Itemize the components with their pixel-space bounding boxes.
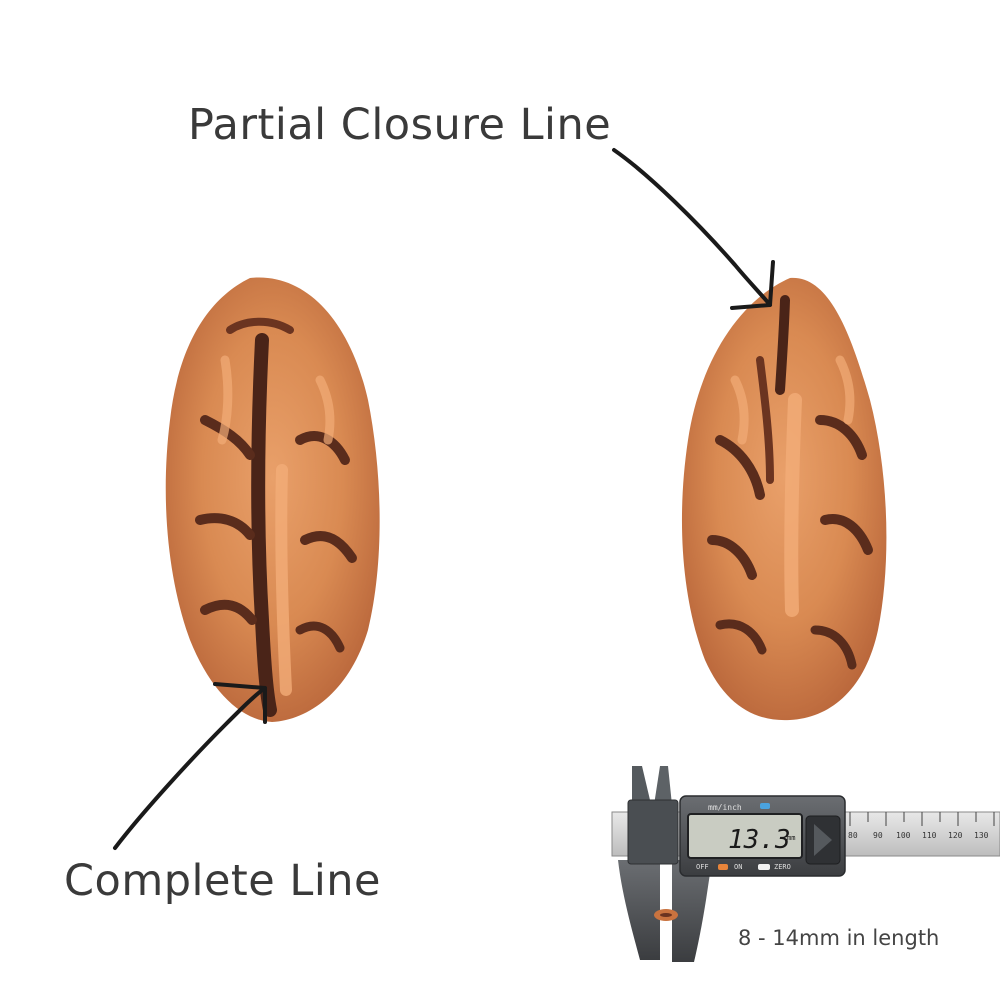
scale-num-80: 80 — [848, 831, 858, 840]
btn-on-label: ON — [734, 863, 742, 871]
btn-onoff — [718, 864, 728, 870]
partial-closure-label: Partial Closure Line — [188, 100, 612, 150]
bead-right — [681, 277, 887, 721]
btn-zero-label: ZERO — [774, 863, 791, 871]
complete-line-label: Complete Line — [64, 856, 382, 906]
arrow-partial-icon — [612, 148, 775, 310]
unit-switch-button — [760, 803, 770, 809]
btn-off-label: OFF — [696, 863, 709, 871]
unit-switch-label: mm/inch — [708, 803, 742, 812]
scale-num-100: 100 — [896, 831, 911, 840]
length-caption: 8 - 14mm in length — [738, 926, 940, 950]
lcd-reading: 13.3 — [728, 825, 791, 855]
btn-zero — [758, 864, 770, 870]
lcd-screen — [687, 813, 803, 859]
caliper: 0 10 80 90 100 110 120 130 mm/inch 13.3 … — [611, 766, 1000, 962]
arrow-complete-icon — [113, 682, 267, 850]
lcd-unit: mm — [787, 834, 795, 842]
bead-left — [165, 277, 380, 722]
scale-num-90: 90 — [873, 831, 883, 840]
scale-num-130: 130 — [974, 831, 989, 840]
scale-num-120: 120 — [948, 831, 963, 840]
scale-num-110: 110 — [922, 831, 937, 840]
